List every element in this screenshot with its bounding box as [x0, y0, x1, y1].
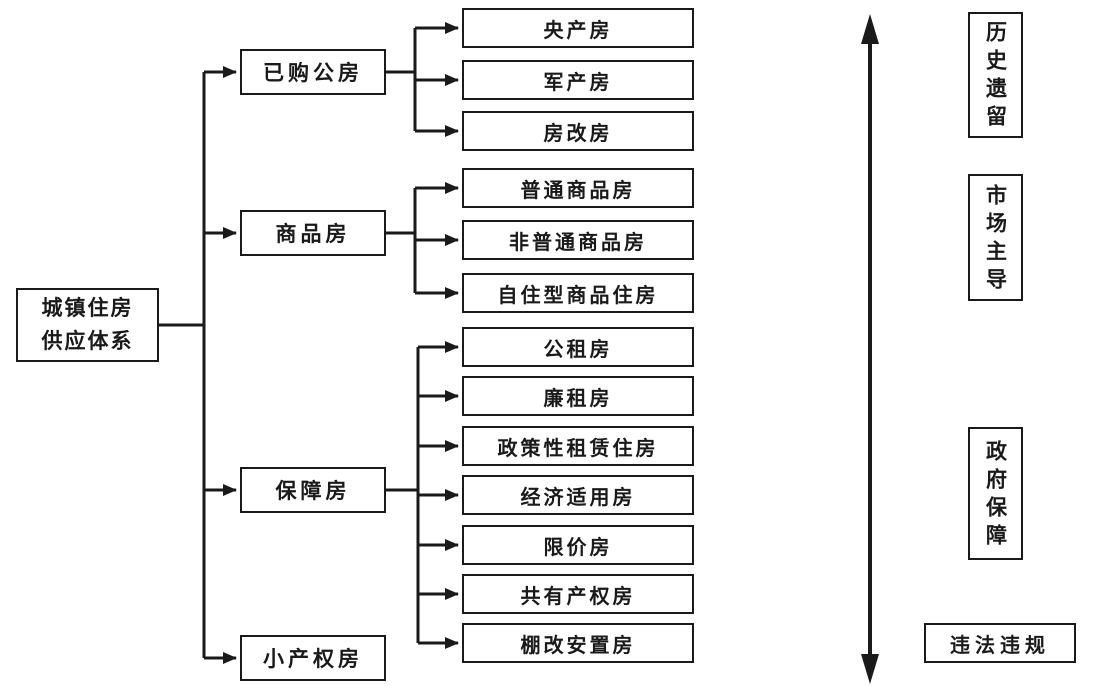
leaf-box: 共有产权房 — [462, 574, 694, 614]
leaf-box: 军产房 — [462, 60, 694, 100]
branch-box: 小产权房 — [240, 635, 386, 681]
leaf-box: 房改房 — [462, 111, 694, 151]
leaf-box: 非普通商品房 — [462, 220, 694, 260]
branch-box: 保障房 — [240, 467, 386, 513]
group-b-lines — [386, 182, 459, 299]
leaf-box: 限价房 — [462, 525, 694, 565]
leaf-box: 政策性租赁住房 — [462, 426, 694, 466]
root-box: 城镇住房 供应体系 — [16, 288, 159, 362]
era-label-box: 政府保障 — [968, 427, 1023, 560]
era-label-box: 市场主导 — [968, 174, 1023, 301]
leaf-box: 央产房 — [462, 8, 694, 48]
leaf-box: 自住型商品住房 — [462, 273, 694, 313]
spectrum-double-arrow — [861, 14, 879, 684]
leaf-box: 经济适用房 — [462, 475, 694, 515]
root-trunk-lines — [159, 66, 237, 664]
group-a-lines — [386, 22, 459, 137]
group-c-lines — [386, 341, 459, 649]
leaf-box: 公租房 — [462, 327, 694, 367]
branch-box: 商品房 — [240, 210, 386, 256]
leaf-box: 普通商品房 — [462, 168, 694, 208]
era-label-box: 历史遗留 — [968, 12, 1023, 138]
leaf-box: 廉租房 — [462, 376, 694, 416]
branch-box: 已购公房 — [240, 49, 386, 95]
era-label-box: 违法违规 — [924, 623, 1076, 663]
leaf-box: 棚改安置房 — [462, 623, 694, 663]
